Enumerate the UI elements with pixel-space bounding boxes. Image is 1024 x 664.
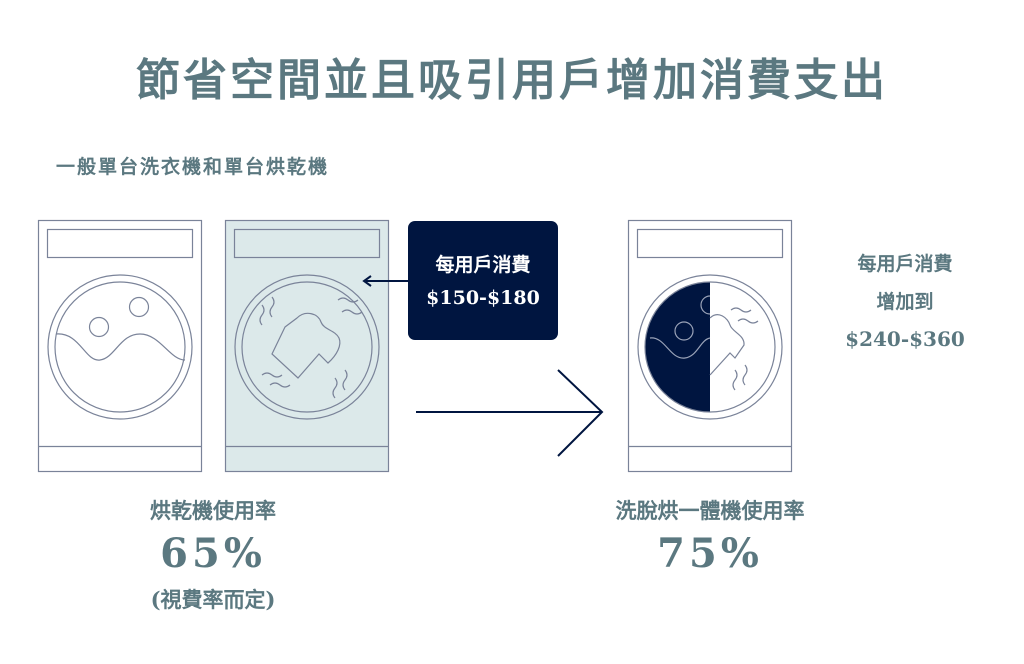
combo-usage-value: 75%	[657, 530, 763, 577]
arrow-left-icon	[362, 275, 372, 287]
dryer-usage-note: (視費率而定)	[150, 587, 276, 612]
washer-dryer-combo-icon	[627, 219, 793, 473]
callout-label: 每用戶消費	[435, 254, 531, 276]
dryer-usage-value: 65%	[160, 530, 266, 577]
arrow-right-icon	[557, 369, 604, 457]
right-note-value: $240-$360	[845, 327, 965, 351]
callout-value: $150-$180	[426, 287, 540, 309]
combo-usage-label: 洗脫烘一體機使用率	[615, 498, 805, 523]
spend-callout: 每用戶消費 $150-$180	[408, 221, 558, 340]
dryer-usage-label: 烘乾機使用率	[150, 498, 276, 523]
right-note-line1: 每用戶消費	[857, 253, 953, 275]
dryer-icon	[224, 219, 390, 473]
subtitle: 一般單台洗衣機和單台烘乾機	[56, 156, 330, 178]
right-note-line2: 增加到	[876, 291, 934, 313]
washer-icon	[37, 219, 203, 473]
page-title: 節省空間並且吸引用戶增加消費支出	[136, 55, 888, 106]
